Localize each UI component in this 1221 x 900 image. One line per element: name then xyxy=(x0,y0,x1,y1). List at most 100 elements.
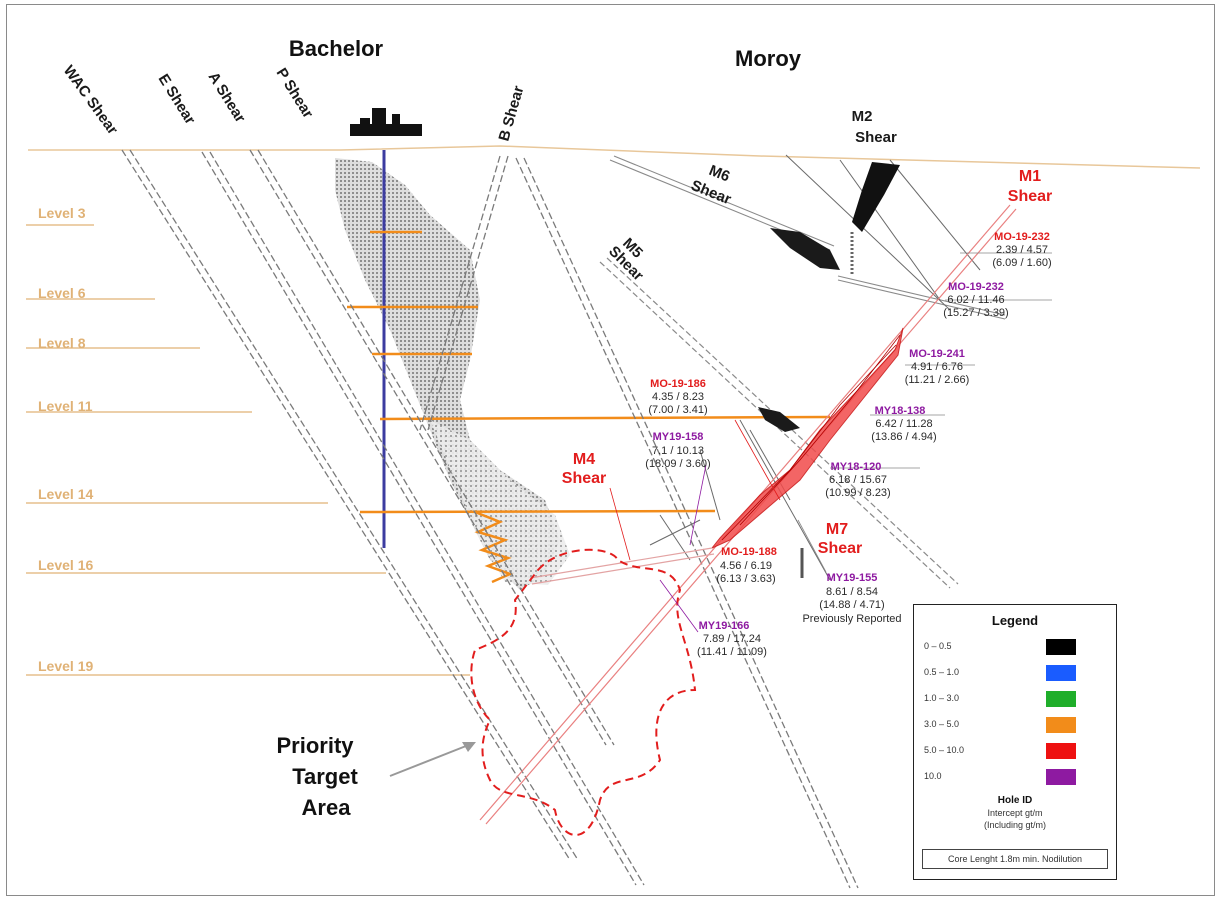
hole-id: MO-19-232 xyxy=(948,281,1004,293)
m1-label: M1 xyxy=(1019,168,1041,185)
legend-row-label: 1.0 – 3.0 xyxy=(924,693,960,703)
m1-zone-lines xyxy=(721,334,901,541)
legend-swatch xyxy=(1046,665,1076,681)
legend-core-note: Core Lenght 1.8m min. Nodilution xyxy=(922,849,1108,869)
target-line-2: Target xyxy=(292,764,358,789)
hole-intercept: 8.61 / 8.54 xyxy=(826,586,878,598)
target-line-1: Priority xyxy=(276,733,354,758)
hole-id: MY19-166 xyxy=(699,620,750,632)
level-6-label: Level 6 xyxy=(38,285,86,301)
hole-id: MY18-120 xyxy=(831,461,882,473)
a-shear-label: A Shear xyxy=(205,69,249,126)
hole-including: (15.27 / 3.39) xyxy=(943,307,1008,319)
m4-label: M4 xyxy=(573,451,595,468)
b-shear-label: B Shear xyxy=(496,84,528,143)
hole-id: MY19-155 xyxy=(827,572,878,584)
m1-shear-label: Shear xyxy=(1008,188,1052,205)
m7-shear-label: Shear xyxy=(818,540,862,557)
m6-label: M6 xyxy=(707,162,733,186)
hole-intercept: 7.1 / 10.13 xyxy=(652,445,704,457)
legend-key-title: Hole ID xyxy=(997,795,1033,806)
drill-traces xyxy=(649,154,981,581)
legend: Legend 0 – 0.5 0.5 – 1.0 1.0 – 3.0 3.0 –… xyxy=(913,604,1117,880)
priority-target-outline xyxy=(470,548,697,836)
legend-row-label: 10.0 xyxy=(924,771,942,781)
level-lines xyxy=(26,224,470,676)
hole-intercept: 4.35 / 8.23 xyxy=(652,391,704,403)
hole-annotation: MY18-120 6.18 / 15.67 (10.99 / 8.23) xyxy=(825,461,890,499)
hole-annotation: MO-19-232 2.39 / 4.57 (6.09 / 1.60) xyxy=(992,231,1051,269)
hole-note: Previously Reported xyxy=(802,613,901,625)
hole-annotation: MY19-166 7.89 / 17.24 (11.41 / 11.09) xyxy=(697,620,767,658)
bachelor-title: Bachelor xyxy=(289,36,384,61)
legend-key-line-2: (Including gt/m) xyxy=(983,820,1047,830)
hole-including: (11.41 / 11.09) xyxy=(697,646,767,658)
m7-label: M7 xyxy=(826,521,848,538)
hole-annotation: MO-19-186 4.35 / 8.23 (7.00 / 3.41) xyxy=(648,378,707,416)
level-11-label: Level 11 xyxy=(38,398,93,414)
hole-id: MO-19-241 xyxy=(909,348,965,360)
m4-shear-trace xyxy=(529,547,715,585)
m7-body xyxy=(758,407,800,432)
m2-body xyxy=(852,162,900,232)
hole-intercept: 7.89 / 17.24 xyxy=(703,633,761,645)
priority-target-arrow xyxy=(389,742,476,777)
leader-lines xyxy=(609,252,1052,633)
legend-row: 10.0 xyxy=(924,769,1104,785)
left-shears xyxy=(121,149,859,889)
hole-including: (10.99 / 8.23) xyxy=(825,487,890,499)
legend-row: 5.0 – 10.0 xyxy=(924,743,1104,759)
hole-id: MO-19-188 xyxy=(721,546,777,558)
level-16-label: Level 16 xyxy=(38,557,93,573)
wac-shear-label: WAC Shear xyxy=(60,62,121,138)
surface-line xyxy=(28,145,1201,169)
e-shear-label: E Shear xyxy=(155,71,199,128)
legend-row-label: 3.0 – 5.0 xyxy=(924,719,960,729)
legend-swatch xyxy=(1046,639,1076,655)
hole-including: (11.21 / 2.66) xyxy=(905,374,970,386)
hole-annotation: MY19-158 7.1 / 10.13 (18.09 / 3.60) xyxy=(645,431,710,470)
headframe xyxy=(350,108,422,136)
hole-including: (6.13 / 3.63) xyxy=(716,573,775,585)
hole-id: MO-19-232 xyxy=(994,231,1050,243)
p-shear-label: P Shear xyxy=(273,65,317,121)
legend-row: 3.0 – 5.0 xyxy=(924,717,1104,733)
hole-intercept: 6.02 / 11.46 xyxy=(947,294,1004,306)
hole-annotation: MY18-138 6.42 / 11.28 (13.86 / 4.94) xyxy=(871,405,936,443)
legend-row-label: 5.0 – 10.0 xyxy=(924,745,965,755)
moroy-title: Moroy xyxy=(735,46,802,71)
m6-body xyxy=(770,228,840,270)
legend-swatch xyxy=(1046,717,1076,733)
hole-intercept: 2.39 / 4.57 xyxy=(996,244,1048,256)
hole-annotation: MO-19-241 4.91 / 6.76 (11.21 / 2.66) xyxy=(905,348,970,386)
level-8-label: Level 8 xyxy=(38,335,86,351)
hole-id: MO-19-186 xyxy=(650,378,706,390)
hole-annotation: MO-19-232 6.02 / 11.46 (15.27 / 3.39) xyxy=(943,281,1008,319)
hole-id: MY18-138 xyxy=(875,405,926,417)
legend-swatch xyxy=(1046,743,1076,759)
legend-row: 1.0 – 3.0 xyxy=(924,691,1104,707)
legend-row-label: 0 – 0.5 xyxy=(924,641,952,651)
m2-label: M2 xyxy=(852,108,873,125)
legend-key-line-1: Intercept gt/m xyxy=(987,808,1043,818)
figure-frame xyxy=(6,4,1215,896)
legend-swatch xyxy=(1046,769,1076,785)
hole-including: (13.86 / 4.94) xyxy=(871,431,936,443)
hole-annotation: MO-19-188 4.56 / 6.19 (6.13 / 3.63) xyxy=(716,546,776,585)
hole-including: (18.09 / 3.60) xyxy=(645,458,710,470)
legend-row: 0 – 0.5 xyxy=(924,639,1104,655)
level-19-label: Level 19 xyxy=(38,658,93,674)
hole-including: (7.00 / 3.41) xyxy=(648,404,707,416)
hole-intercept: 6.18 / 15.67 xyxy=(829,474,887,486)
hole-including: (14.88 / 4.71) xyxy=(819,599,884,611)
legend-row-label: 0.5 – 1.0 xyxy=(924,667,960,677)
level-3-label: Level 3 xyxy=(38,205,86,221)
m2-shear-label: Shear xyxy=(855,129,897,146)
drifts xyxy=(347,230,831,584)
legend-row: 0.5 – 1.0 xyxy=(924,665,1104,681)
target-line-3: Area xyxy=(302,795,352,820)
hole-including: (6.09 / 1.60) xyxy=(992,257,1051,269)
hole-id: MY19-158 xyxy=(653,431,704,443)
